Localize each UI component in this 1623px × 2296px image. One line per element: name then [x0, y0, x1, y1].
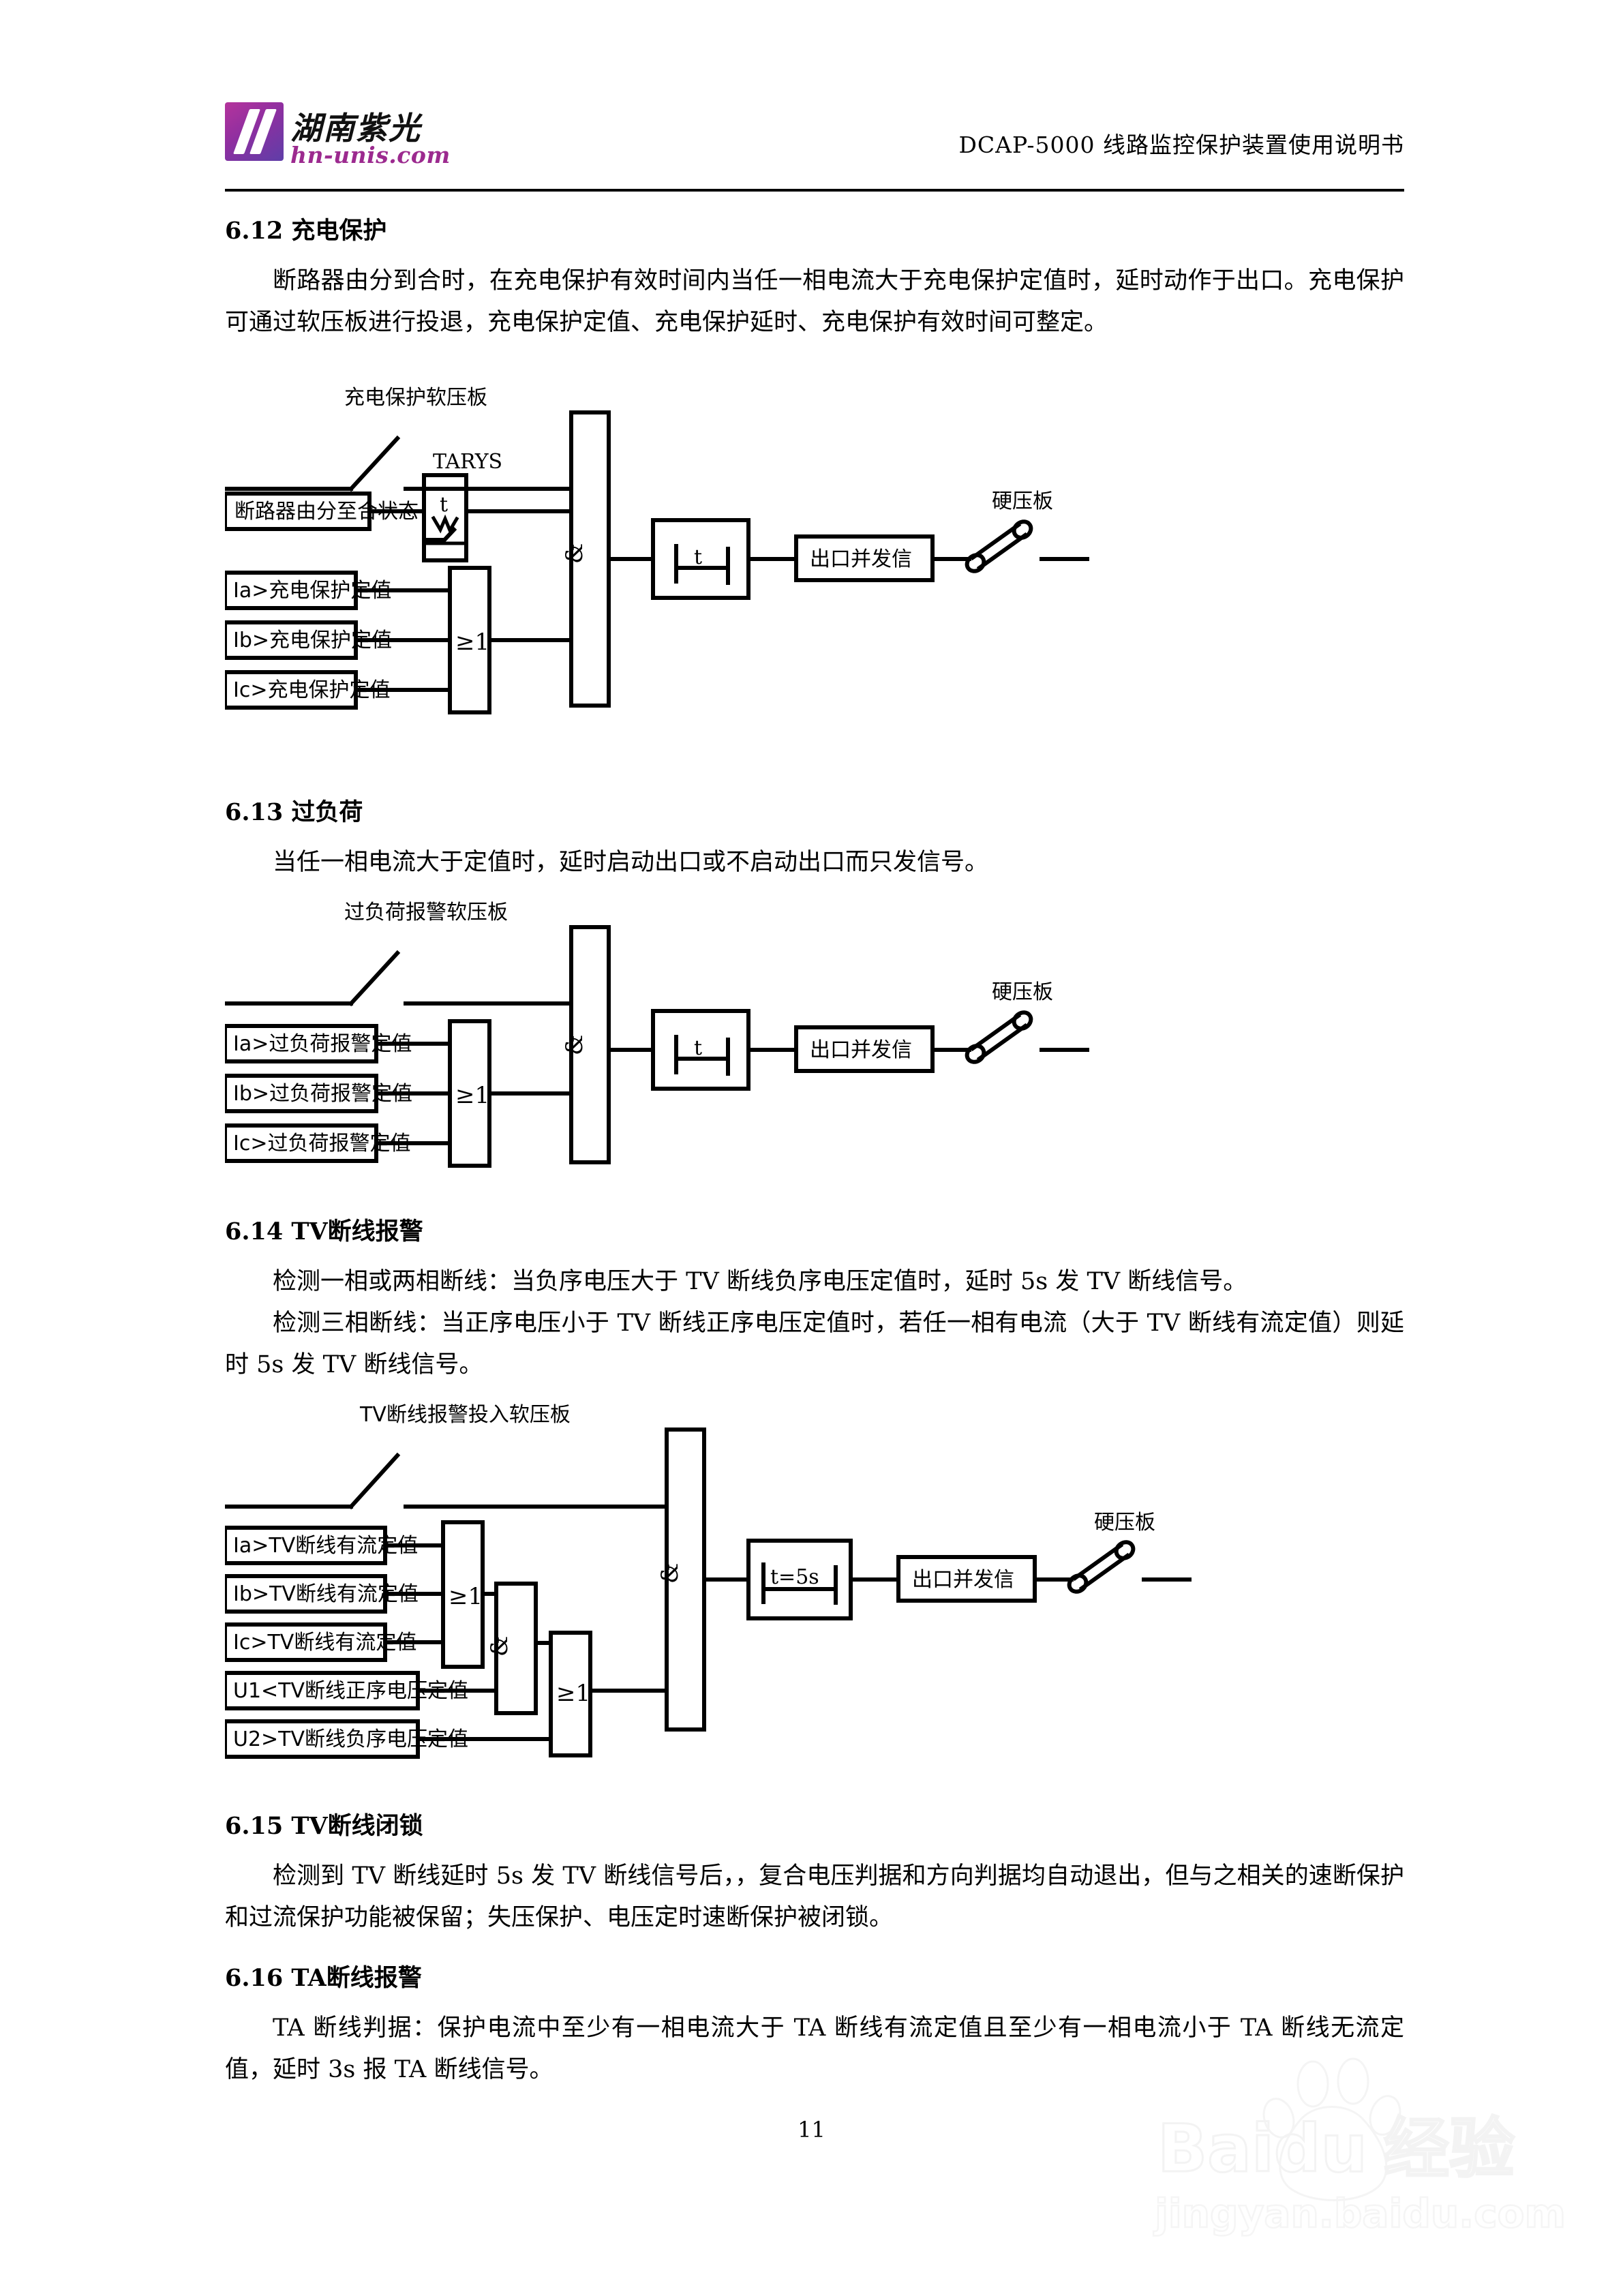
input-box-2: Ib>TV断线有流定值 — [225, 1574, 419, 1614]
watermark-url: jingyan.baidu.com — [1153, 2190, 1566, 2237]
tarys-label: TARYS — [433, 450, 502, 474]
or-gate-2-label: ≥1 — [556, 1680, 590, 1707]
hard-plate-switch — [965, 519, 1033, 573]
company-logo: 湖南紫光 hn-unis.com — [225, 102, 450, 174]
header-title: DCAP-5000 线路监控保护装置使用说明书 — [958, 132, 1404, 158]
tarys-pulse-glyph — [431, 514, 459, 534]
section-body-6-15: 检测到 TV 断线延时 5s 发 TV 断线信号后，，复合电压判据和方向判据均自… — [225, 1862, 1404, 1931]
page-header: 湖南紫光 hn-unis.com DCAP-5000 线路监控保护装置使用说明书 — [225, 102, 1404, 191]
section-heading-6-12: 6.12 充电保护 — [225, 217, 387, 245]
section-body-6-13: 当任一相电流大于定值时，延时启动出口或不启动出口而只发信号。 — [273, 849, 989, 876]
hard-plate-label: 硬压板 — [1094, 1511, 1155, 1535]
and-gate-1-label: & — [486, 1636, 513, 1657]
output-box-label: 出口并发信 — [912, 1568, 1014, 1592]
output-box-label: 出口并发信 — [810, 1038, 912, 1062]
diagram-tv-disconnection-alarm: TV断线报警投入软压板 Ia>TV断线有流定值 Ib>TV断线有流定值 Ic>T… — [225, 1401, 1411, 1783]
and-gate-2-label: & — [656, 1563, 684, 1584]
tarys-edge-glyph — [425, 526, 457, 542]
or-gate-label: ≥1 — [455, 1082, 489, 1109]
logo-website-url: hn-unis.com — [290, 142, 451, 168]
section-body-6-12: 断路器由分到合时，在充电保护有效时间内当任一相电流大于充电保护定值时，延时动作于… — [225, 267, 1404, 336]
hard-plate-label: 硬压板 — [992, 980, 1053, 1004]
tarys-box — [422, 473, 468, 562]
section-body-6-14-b: 检测三相断线：当正序电压小于 TV 断线正序电压定值时，若任一相有电流（大于 T… — [225, 1310, 1404, 1378]
section-heading-6-16: 6.16 TA断线报警 — [225, 1964, 422, 1992]
timer-glyph — [674, 1035, 730, 1076]
logo-mark-icon — [225, 102, 284, 161]
timer-glyph — [674, 544, 730, 585]
and-gate-1-box — [494, 1582, 538, 1715]
soft-plate-label: TV断线报警投入软压板 — [359, 1403, 571, 1427]
and-gate-box — [569, 925, 611, 1164]
hard-plate-label: 硬压板 — [992, 489, 1053, 513]
header-divider — [225, 189, 1404, 192]
soft-plate-blade — [348, 1452, 401, 1510]
section-heading-6-13: 6.13 过负荷 — [225, 798, 363, 826]
section-heading-6-14: 6.14 TV断线报警 — [225, 1218, 423, 1245]
section-heading-6-15: 6.15 TV断线闭锁 — [225, 1812, 423, 1840]
or-gate-2-box — [549, 1631, 592, 1757]
hard-plate-switch — [1067, 1540, 1136, 1594]
diagram-charging-protection: 充电保护软压板 TARYS t — [225, 385, 1411, 733]
tarys-symbol: t — [440, 493, 448, 517]
and-gate-label: & — [561, 1035, 588, 1055]
diagram-overload-alarm: 过负荷报警软压板 Ia>过负荷报警定值 Ib>过负荷报警定值 Ic>过负荷报警定… — [225, 900, 1411, 1207]
and-gate-label: & — [561, 543, 588, 564]
soft-plate-label: 过负荷报警软压板 — [344, 901, 508, 924]
logo-company-name: 湖南紫光 — [290, 110, 421, 147]
soft-plate-blade — [348, 950, 401, 1007]
or-gate-1-label: ≥1 — [449, 1583, 483, 1610]
timer-label: t — [694, 545, 702, 569]
timer-glyph — [761, 1562, 838, 1605]
timer-label: t=5s — [770, 1565, 819, 1589]
hard-plate-switch — [965, 1010, 1033, 1064]
page-number: 11 — [798, 2117, 825, 2143]
output-box-label: 出口并发信 — [810, 547, 912, 571]
timer-label: t — [694, 1036, 702, 1060]
soft-plate-label: 充电保护软压板 — [344, 386, 487, 410]
or-gate-label: ≥1 — [455, 629, 489, 656]
soft-plate-blade — [348, 435, 401, 492]
section-body-6-14-a: 检测一相或两相断线：当负序电压大于 TV 断线负序电压定值时，延时 5s 发 T… — [273, 1268, 1247, 1295]
section-body-6-16: TA 断线判据：保护电流中至少有一相电流大于 TA 断线有流定值且至少有一相电流… — [225, 2014, 1404, 2083]
